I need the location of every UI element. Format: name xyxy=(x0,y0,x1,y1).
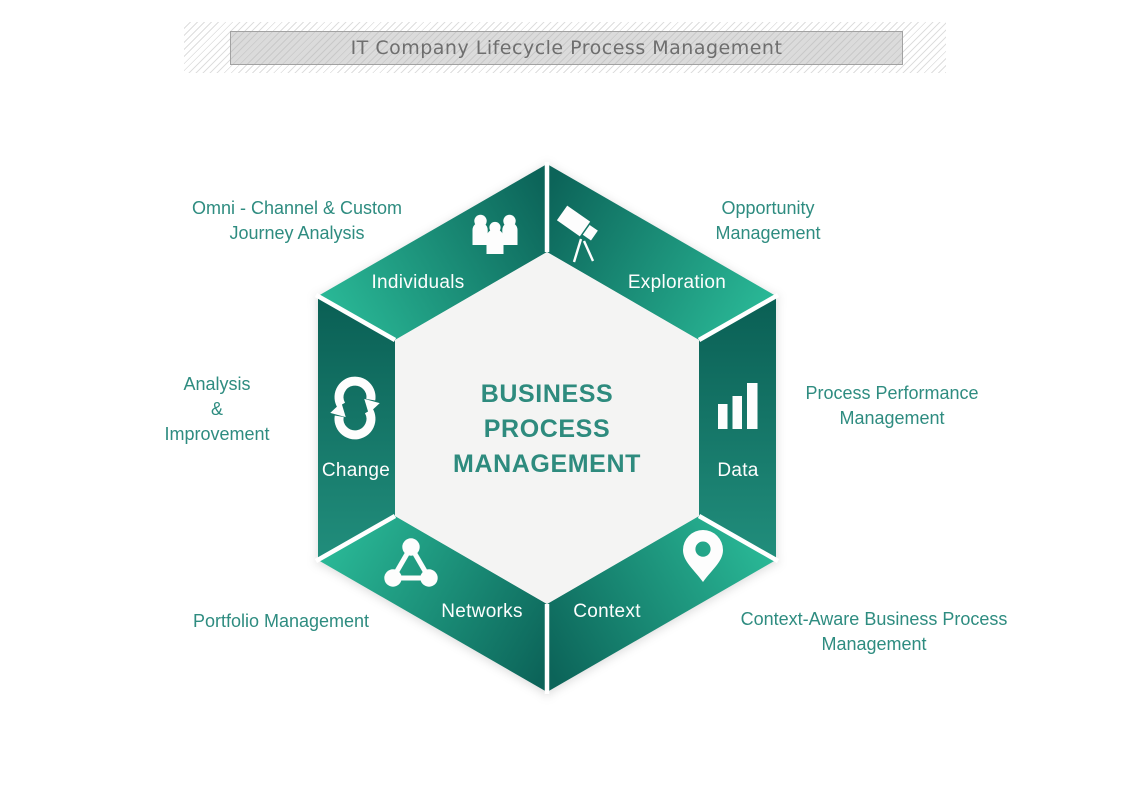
segment-label-context: Context xyxy=(573,601,641,622)
segment-change-shape xyxy=(318,296,395,560)
outer-label-individuals: Omni - Channel & Custom Journey Analysis xyxy=(191,198,403,243)
outer-label-data: Process Performance Management xyxy=(805,383,979,428)
segment-label-exploration: Exploration xyxy=(628,272,726,293)
people-icon xyxy=(472,214,518,254)
outer-label-networks: Portfolio Management xyxy=(192,611,370,631)
title-box: IT Company Lifecycle Process Management xyxy=(230,31,903,65)
map-pin-icon xyxy=(683,530,723,582)
segment-label-networks: Networks xyxy=(441,601,523,622)
sync-icon xyxy=(330,376,380,440)
telescope-icon xyxy=(556,205,598,263)
segment-individuals-shape xyxy=(318,164,547,340)
inner-hexagon xyxy=(395,252,699,604)
center-title-line: PROCESS xyxy=(483,415,611,443)
center-title-line: BUSINESS xyxy=(480,380,614,408)
bar-chart-icon xyxy=(718,383,758,429)
segment-exploration-shape xyxy=(547,164,776,340)
segment-label-data: Data xyxy=(717,460,758,481)
page-title: IT Company Lifecycle Process Management xyxy=(350,37,783,59)
segment-label-change: Change xyxy=(322,460,390,481)
center-title: BUSINESS PROCESS MANAGEMENT xyxy=(397,377,697,482)
center-title-line: MANAGEMENT xyxy=(453,450,641,478)
outer-label-context: Context-Aware Business Process Managemen… xyxy=(740,609,1008,654)
segment-networks-shape xyxy=(318,516,547,692)
segment-label-individuals: Individuals xyxy=(371,272,464,293)
title-banner: IT Company Lifecycle Process Management xyxy=(184,22,946,73)
segment-dividers xyxy=(314,162,780,694)
outer-label-exploration: Opportunity Management xyxy=(715,198,821,243)
outer-label-change: Analysis & Improvement xyxy=(164,374,270,444)
network-icon xyxy=(384,538,438,587)
